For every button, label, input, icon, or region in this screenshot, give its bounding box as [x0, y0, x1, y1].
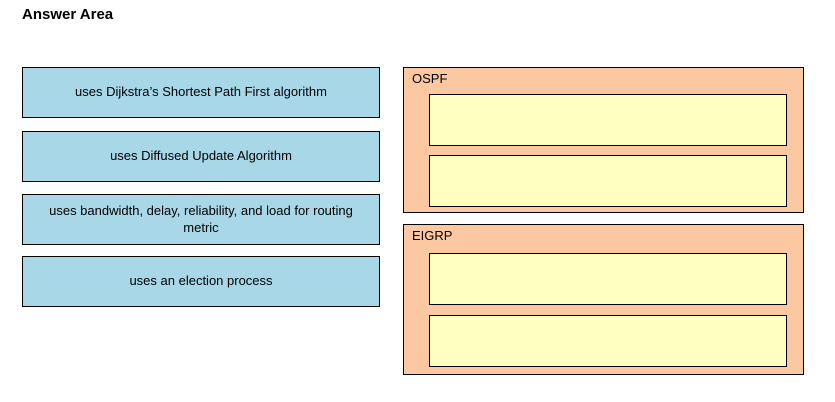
drag-item-label: uses an election process — [129, 273, 273, 289]
drag-item-dijkstra[interactable]: uses Dijkstra’s Shortest Path First algo… — [22, 67, 380, 118]
drop-panel-ospf: OSPF — [403, 67, 804, 213]
page-title: Answer Area — [22, 6, 114, 23]
drag-item-dual[interactable]: uses Diffused Update Algorithm — [22, 131, 380, 182]
drop-slot-ospf-2[interactable] — [429, 155, 787, 207]
drag-item-metric[interactable]: uses bandwidth, delay, reliability, and … — [22, 194, 380, 245]
drag-item-label: uses Diffused Update Algorithm — [110, 148, 292, 164]
drag-item-label: uses Dijkstra’s Shortest Path First algo… — [75, 84, 327, 100]
drag-item-election[interactable]: uses an election process — [22, 256, 380, 307]
drag-item-label: uses bandwidth, delay, reliability, and … — [49, 202, 353, 235]
panel-label-eigrp: EIGRP — [412, 228, 453, 243]
drop-slot-eigrp-1[interactable] — [429, 253, 787, 305]
drop-slot-ospf-1[interactable] — [429, 94, 787, 146]
drop-slot-eigrp-2[interactable] — [429, 315, 787, 367]
panel-label-ospf: OSPF — [412, 71, 448, 86]
drop-panel-eigrp: EIGRP — [403, 224, 804, 375]
